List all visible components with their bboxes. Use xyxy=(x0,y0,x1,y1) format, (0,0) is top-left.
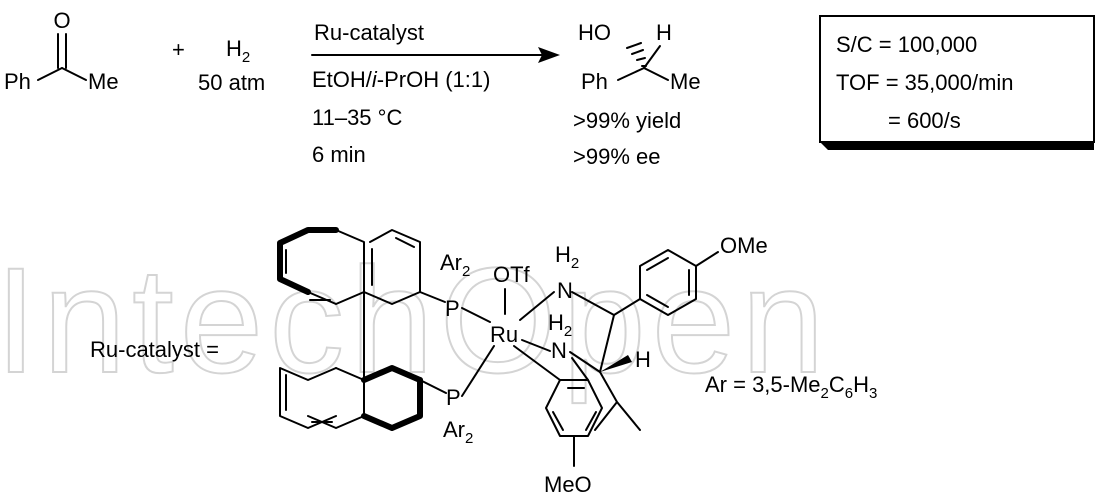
methoxy-upper: OMe xyxy=(720,233,768,258)
triflate-ligand: OTf xyxy=(493,262,531,287)
substrate-catalyst-ratio: S/C = 100,000 xyxy=(836,32,977,57)
amine-h2-upper: H2 xyxy=(555,242,579,272)
reactant-methyl: Me xyxy=(88,69,119,94)
phosphorus-lower: P xyxy=(446,385,461,410)
product-methyl: Me xyxy=(670,69,701,94)
ee-text: >99% ee xyxy=(573,144,660,169)
plus-sign: + xyxy=(172,37,185,62)
catalyst-label: Ru-catalyst = xyxy=(90,337,219,362)
h2-symbol: H2 xyxy=(226,36,250,66)
tof-per-minute: TOF = 35,000/min xyxy=(836,70,1014,95)
lower-naphthyl xyxy=(279,291,423,431)
product-alcohol: HO H Ph Me xyxy=(578,20,701,94)
arrow-catalyst-label: Ru-catalyst xyxy=(314,20,424,45)
product-hydrogen: H xyxy=(656,20,672,45)
product-phenyl: Ph xyxy=(581,69,608,94)
reaction-arrow xyxy=(311,47,560,63)
aryl-upper: Ar2 xyxy=(440,250,470,280)
solvent-condition: EtOH/i-PrOH (1:1) xyxy=(312,67,490,92)
ruthenium-center: Ru xyxy=(490,322,518,347)
yield-text: >99% yield xyxy=(573,108,681,133)
tof-per-second: = 600/s xyxy=(888,108,961,133)
product-hydroxyl: HO xyxy=(578,20,611,45)
carbonyl-oxygen: O xyxy=(53,8,70,33)
h2-pressure: 50 atm xyxy=(198,70,265,95)
reactant-phenyl: Ph xyxy=(4,69,31,94)
temperature-condition: 11–35 °C xyxy=(312,105,402,130)
phosphorus-upper: P xyxy=(445,296,460,321)
lower-anisyl: MeO xyxy=(513,345,603,497)
methoxy-lower: MeO xyxy=(544,472,592,497)
amine-n-lower: N xyxy=(551,338,567,363)
stats-box: S/C = 100,000 TOF = 35,000/min = 600/s xyxy=(819,15,1095,150)
aryl-definition: Ar = 3,5-Me2C6H3 xyxy=(705,372,877,402)
stereo-hydrogen: H xyxy=(635,347,651,372)
amine-n-upper: N xyxy=(557,278,573,303)
aryl-lower: Ar2 xyxy=(443,417,473,447)
time-condition: 6 min xyxy=(312,142,366,167)
acetophenone: O Ph Me xyxy=(4,8,119,94)
amine-h2-lower: H2 xyxy=(548,310,572,340)
upper-anisyl: OMe xyxy=(639,233,768,316)
hydrogen-reagent: H2 50 atm xyxy=(198,36,265,95)
